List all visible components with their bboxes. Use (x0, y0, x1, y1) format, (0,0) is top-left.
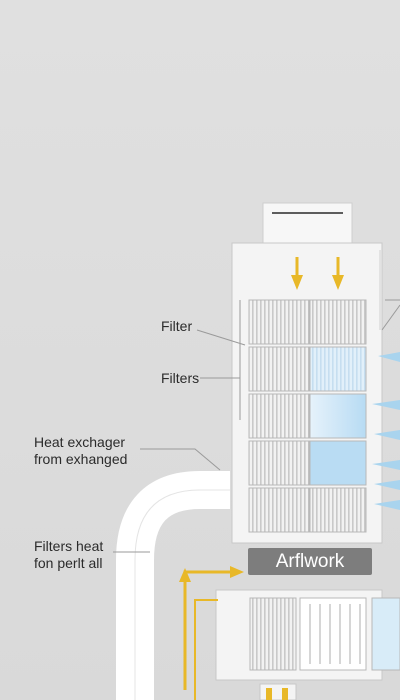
left-arrow-icon (372, 352, 400, 510)
filter-stack (248, 299, 367, 533)
airflow-banner: Arflwork (248, 548, 372, 575)
heat-exchanger-line2: from exhanged (34, 451, 128, 467)
unit-top-collar (262, 202, 353, 244)
filters-heat-label: Filters heat fon perlt all (34, 538, 103, 572)
filters-label: Filters (161, 370, 200, 386)
filters-heat-line1: Filters heat (34, 538, 104, 554)
heat-exchanger-line1: Heat exchager (34, 434, 126, 450)
heat-exchanger-label: Heat exchager from exhanged (34, 434, 127, 468)
filter-label: Filter (161, 318, 193, 334)
down-arrow-icon (291, 257, 344, 290)
up-arrow-icon (179, 566, 244, 700)
leader-lines (113, 299, 400, 553)
filters-heat-line2: fon perlt all (34, 555, 103, 571)
lower-exchanger-box (215, 589, 400, 700)
